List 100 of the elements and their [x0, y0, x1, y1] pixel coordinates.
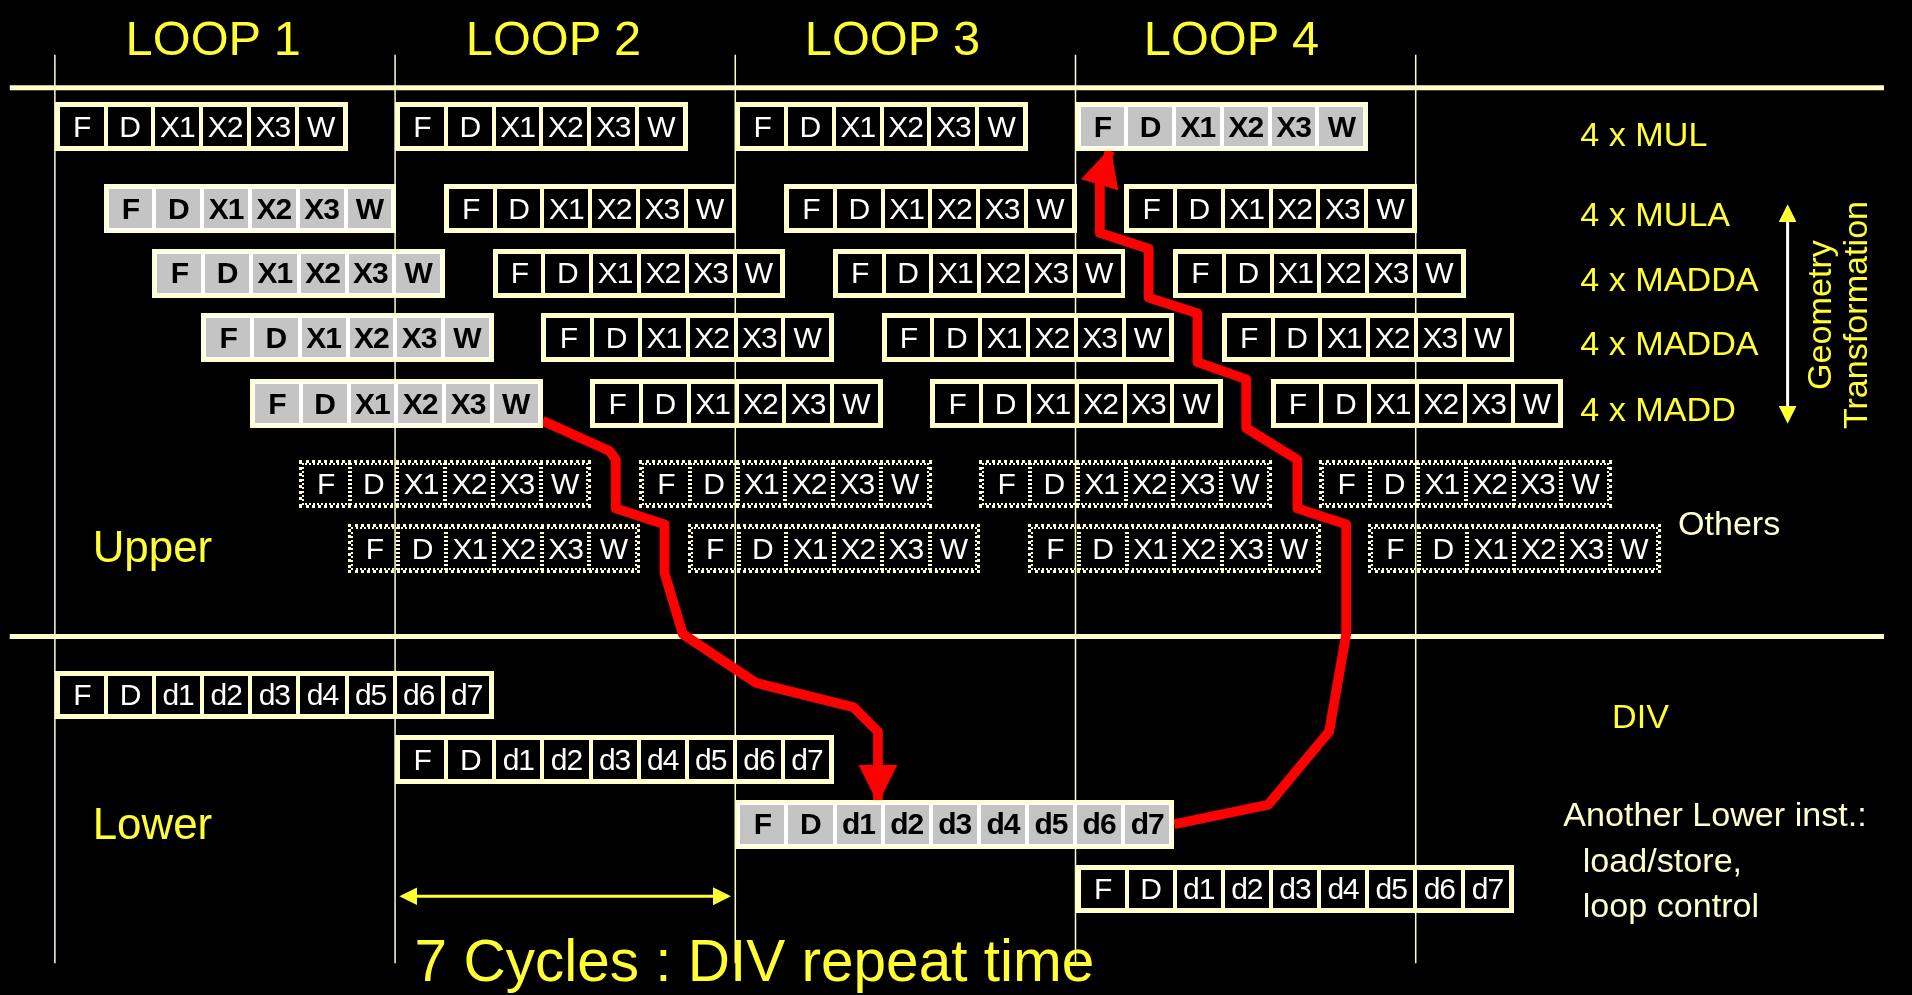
stage-cell: X1 [1126, 527, 1175, 571]
stage-cell: D [1418, 527, 1467, 571]
stage-cell: d7 [442, 673, 491, 717]
stage-cell: X2 [785, 462, 834, 506]
pipeline-bar [103, 184, 397, 233]
stage-cell: F [398, 738, 447, 782]
stage-cell: D [494, 187, 543, 230]
stage-cell: X1 [1028, 382, 1077, 425]
stage-cell: d6 [1415, 867, 1464, 911]
stage-cell: D [1175, 187, 1223, 230]
row-label: 4 x MUL [1580, 114, 1708, 154]
stage-cell: F [204, 316, 252, 360]
stage-cell: d2 [202, 673, 251, 717]
stage-cell: W [394, 251, 443, 295]
stage-cell: F [1078, 867, 1127, 911]
stage-cell: X2 [638, 251, 687, 295]
stage-cell: W [1269, 527, 1318, 571]
stage-cell: W [1123, 316, 1172, 360]
stage-cell: W [637, 105, 685, 149]
stage-cell: d3 [1270, 867, 1320, 911]
stage-cell: X1 [251, 251, 299, 295]
stage-cell: d1 [834, 802, 883, 846]
stage-cell: X3 [1124, 382, 1173, 425]
stage-cell: X1 [299, 316, 348, 360]
row-label: Others [1677, 503, 1781, 543]
stage-cell: W [443, 316, 491, 360]
stage-cell: d7 [782, 738, 832, 782]
stage-cell: D [105, 673, 155, 717]
dimension-label: 7 Cycles : DIV repeat time [414, 926, 1095, 994]
note-text: Another Lower inst.: [1563, 795, 1867, 835]
stage-cell: d2 [542, 738, 591, 782]
stage-cell: W [1221, 462, 1269, 506]
pipeline-bar [881, 313, 1175, 363]
stage-cell: D [446, 738, 495, 782]
note-text: load/store, [1582, 841, 1743, 881]
stage-cell: d3 [930, 802, 979, 846]
stage-cell: W [345, 187, 394, 230]
stage-cell: d4 [298, 673, 347, 717]
stage-cell: X1 [737, 462, 786, 506]
stage-cell: X2 [687, 316, 736, 360]
stage-cell: X3 [1173, 462, 1222, 506]
pipeline-bar [347, 524, 641, 574]
stage-cell: D [786, 802, 835, 846]
stage-cell: X2 [1319, 251, 1368, 295]
stage-cell: D [786, 105, 834, 149]
stage-cell: D [1078, 527, 1127, 571]
stage-cell: D [1272, 316, 1321, 360]
stage-cell: F [884, 316, 933, 360]
stage-cell: X1 [591, 251, 639, 295]
stage-cell: X1 [1466, 527, 1515, 571]
stage-cell: W [1463, 316, 1512, 360]
stage-cell: X3 [1415, 316, 1464, 360]
section-label: Lower [92, 798, 213, 849]
stage-cell: W [832, 382, 880, 425]
stage-cell: X1 [1320, 316, 1369, 360]
stage-cell: X1 [980, 316, 1028, 360]
stage-cell: X1 [446, 527, 494, 571]
row-label: 4 x MADDA [1580, 324, 1759, 364]
stage-cell: X3 [589, 105, 637, 149]
stage-cell: W [540, 462, 589, 506]
stage-cell: X1 [931, 251, 980, 295]
stage-cell: X3 [1318, 187, 1367, 230]
stage-cell: X1 [1222, 187, 1271, 230]
stage-cell: X2 [979, 251, 1027, 295]
row-label: 4 x MADD [1580, 390, 1736, 430]
stage-cell: F [446, 187, 495, 230]
pipeline-bar [687, 524, 981, 574]
stage-cell: X3 [1513, 462, 1562, 506]
stage-cell: X1 [397, 462, 446, 506]
pipeline-bar [249, 379, 543, 428]
stage-cell: F [155, 251, 204, 295]
pipeline-bar [54, 102, 348, 152]
stage-cell: W [1610, 527, 1658, 571]
stage-cell: D [738, 527, 787, 571]
stage-cell: X1 [1369, 382, 1417, 425]
stage-cell: X2 [736, 382, 785, 425]
stage-cell: X2 [1221, 105, 1270, 149]
stage-cell: X2 [1027, 316, 1076, 360]
stage-cell: X3 [297, 187, 346, 230]
stage-cell: F [301, 462, 350, 506]
pipeline-bar [1075, 864, 1515, 914]
stage-cell: X1 [882, 187, 931, 230]
stage-cell: d4 [978, 802, 1027, 846]
row-label: DIV [1612, 697, 1669, 737]
stage-cell: X1 [202, 187, 250, 230]
stage-cell: d6 [734, 738, 783, 782]
stage-cell: W [1414, 251, 1463, 295]
stage-cell: W [880, 462, 929, 506]
stage-cell: F [593, 382, 641, 425]
stage-cell: d3 [590, 738, 639, 782]
stage-cell: F [835, 251, 884, 295]
stage-cell: X1 [542, 187, 591, 230]
row-label: 4 x MADDA [1580, 259, 1759, 299]
stage-cell: F [738, 105, 787, 149]
stage-cell: d1 [1174, 867, 1223, 911]
pipeline-bar [1075, 102, 1369, 152]
stage-cell: d1 [494, 738, 543, 782]
stage-cell: X3 [833, 462, 881, 506]
stage-cell: W [491, 382, 540, 425]
stage-cell: F [1176, 251, 1224, 295]
